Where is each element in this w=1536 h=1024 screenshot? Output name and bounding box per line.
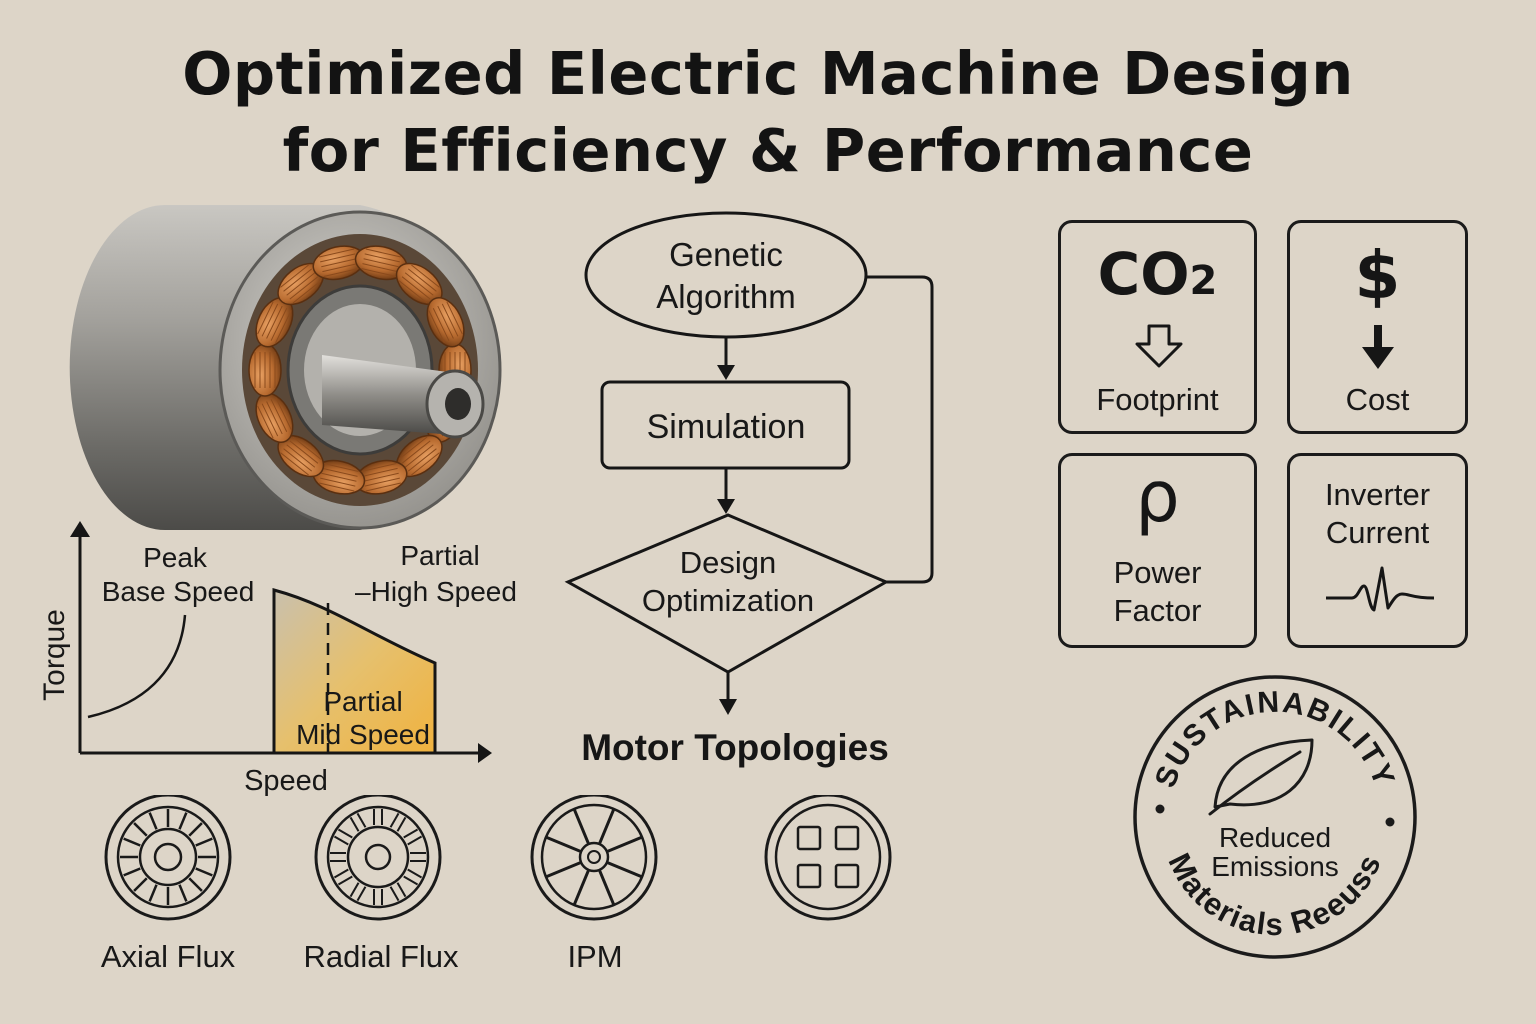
arrow-down-icon <box>717 365 735 380</box>
operating-region-fill <box>274 590 435 753</box>
motor-topologies-heading: Motor Topologies <box>581 727 889 768</box>
genetic-algorithm-line2: Algorithm <box>656 278 795 315</box>
dollar-symbol: $ <box>1354 237 1401 314</box>
shaft-bore <box>445 388 471 420</box>
power-factor-line1: Power <box>1113 555 1202 590</box>
co2-footprint-label: Footprint <box>1096 382 1219 417</box>
high-speed-label-line2: –High Speed <box>355 576 517 607</box>
cost-card: $ Cost <box>1287 220 1468 434</box>
modular-icon <box>764 795 892 921</box>
down-arrow-solid-icon <box>1362 325 1394 369</box>
seal-dot-right-icon <box>1385 817 1395 827</box>
down-arrow-outline-icon <box>1135 324 1183 368</box>
inverter-current-line2: Current <box>1325 515 1430 550</box>
inverter-current-line1: Inverter <box>1324 477 1431 512</box>
cost-label: Cost <box>1345 382 1410 417</box>
co2-symbol: CO2 <box>1097 240 1218 308</box>
waveform-icon <box>1326 566 1435 612</box>
design-optimization-line1: Design <box>680 545 777 580</box>
sustainability-seal: SUSTAINABILITY Materials Reeuss Reduced … <box>1133 675 1417 959</box>
x-axis-arrow-icon <box>478 743 492 763</box>
inverter-current-card: Inverter Current <box>1287 453 1468 648</box>
motor-illustration <box>69 205 502 530</box>
design-optimization-line2: Optimization <box>642 583 814 618</box>
seal-center-line2: Emissions <box>1211 851 1339 882</box>
topology-label-ipm: IPM <box>567 939 623 974</box>
axial-flux-icon <box>104 795 232 921</box>
feedback-loop-connector <box>866 275 934 584</box>
topology-label-radial-flux: Radial Flux <box>303 939 459 974</box>
y-axis-label: Torque <box>38 609 71 701</box>
y-axis-arrow-icon <box>70 521 90 537</box>
seal-top-text: SUSTAINABILITY <box>1149 686 1401 792</box>
page-title-line1: Optimized Electric Machine Design <box>182 39 1354 108</box>
torque-speed-chart: Peak Base Speed Partial –High Speed Part… <box>38 521 517 797</box>
topology-label-axial-flux: Axial Flux <box>100 939 236 974</box>
arrow-down-icon <box>717 499 735 514</box>
peak-torque-curve <box>87 614 187 719</box>
mid-speed-label-line2: Mid Speed <box>296 719 430 750</box>
arrow-down-icon <box>719 699 737 715</box>
seal-center-line1: Reduced <box>1219 822 1331 853</box>
rho-symbol: ρ <box>1135 456 1180 538</box>
copper-windings <box>248 245 472 495</box>
x-axis-label: Speed <box>244 765 328 797</box>
optimization-flowchart: Genetic Algorithm Simulation Design Opti… <box>564 211 934 715</box>
leaf-icon <box>1208 738 1314 816</box>
radial-flux-icon <box>314 795 442 921</box>
high-speed-label-line1: Partial <box>400 540 479 571</box>
seal-outer-ring <box>1133 675 1417 959</box>
simulation-label: Simulation <box>647 408 806 446</box>
mid-speed-label-line1: Partial <box>323 686 402 717</box>
high-speed-curve <box>272 588 437 753</box>
peak-label-line2: Base Speed <box>102 576 255 607</box>
genetic-algorithm-line1: Genetic <box>669 236 783 273</box>
peak-label-line1: Peak <box>143 542 208 573</box>
ipm-icon <box>530 795 658 921</box>
seal-dot-left-icon <box>1155 804 1165 814</box>
power-factor-line2: Factor <box>1113 593 1202 628</box>
co2-footprint-card: CO2 Footprint <box>1058 220 1257 434</box>
power-factor-card: ρ Power Factor <box>1058 453 1257 648</box>
genetic-algorithm-node <box>584 211 868 339</box>
motor-shaft <box>322 355 455 435</box>
page-title-line2: for Efficiency & Performance <box>282 116 1254 185</box>
